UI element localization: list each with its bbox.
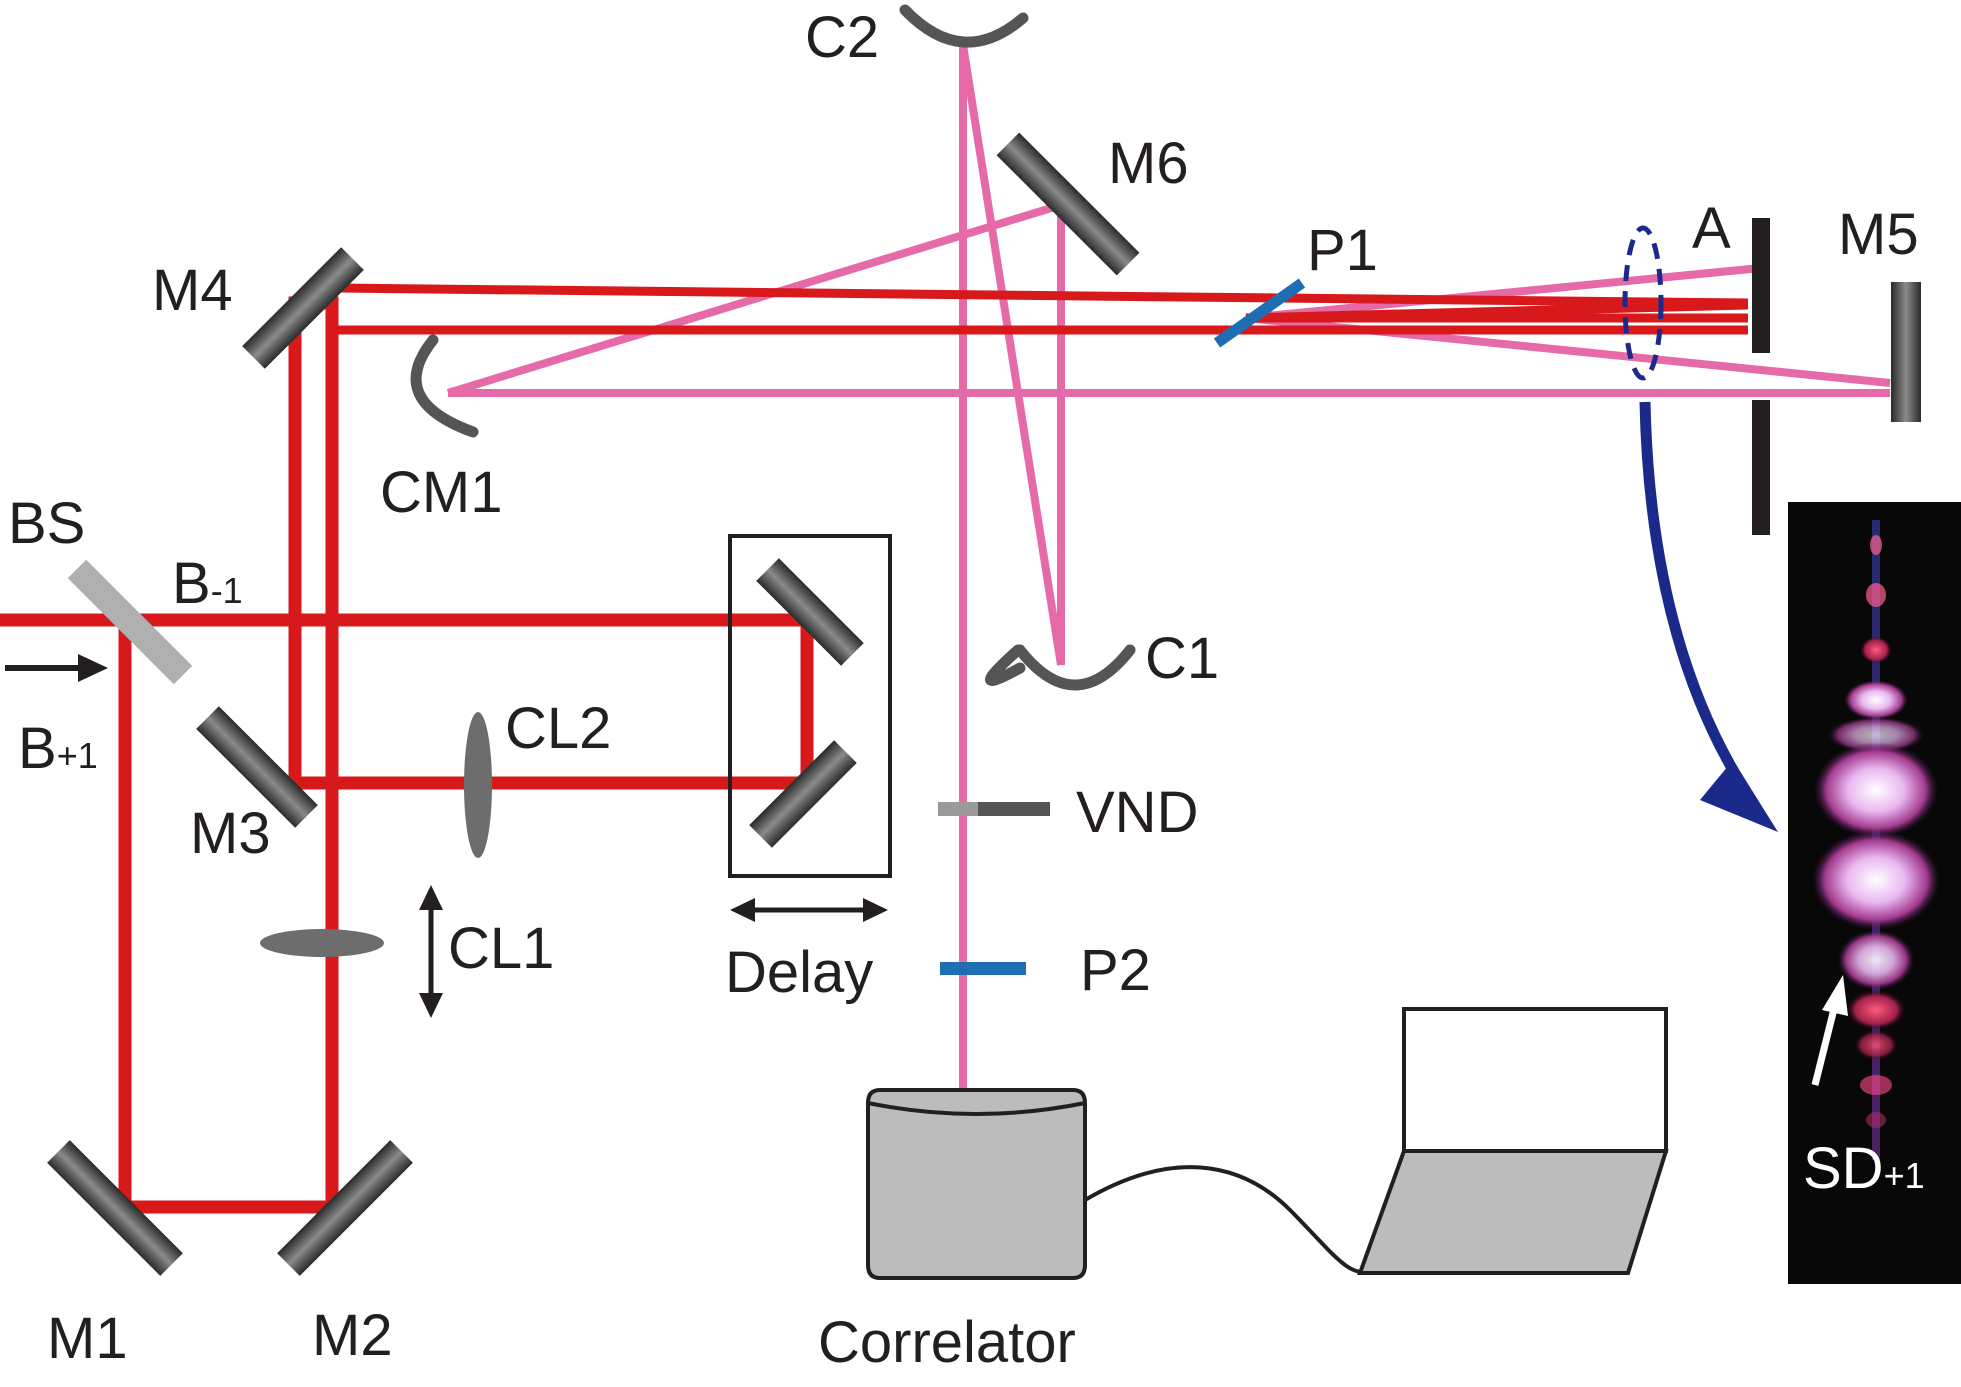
label-m1: M1 [47,1306,128,1371]
vnd-filter-shade [938,802,978,816]
curved-mirror-c2 [899,4,1029,48]
label-sd: SD+1 [1803,1136,1925,1201]
correlator-cable [1083,1165,1371,1274]
correlator-box [866,1088,1087,1280]
label-cl2: CL2 [505,696,611,761]
curved-mirror-c1 [985,644,1136,691]
label-delay: Delay [725,940,873,1005]
label-b-plus: B+1 [18,716,98,781]
lens-cl1 [260,929,384,957]
label-p1: P1 [1307,218,1378,283]
input-arrow [5,654,108,682]
mirror-m1 [47,1140,183,1276]
label-cl1: CL1 [448,916,554,981]
mirror-m5 [1891,282,1921,422]
curved-blue-arrow [1639,401,1750,793]
curved-mirror-cm1 [410,334,479,438]
label-cm1: CM1 [380,460,502,525]
label-b-minus: B-1 [172,551,243,616]
red-beam-paths [0,296,814,1214]
label-m2: M2 [312,1303,393,1368]
cl1-arrow [419,885,443,1018]
label-c1: C1 [1145,626,1219,691]
mirror-m4 [242,247,364,369]
aperture-a-lower [1752,400,1770,535]
mirror-m3 [196,706,318,828]
label-m6: M6 [1108,131,1189,196]
mirror-delay-lower [749,740,857,848]
aperture-a-upper [1752,218,1770,353]
label-c2: C2 [805,5,879,70]
label-m4: M4 [152,258,233,323]
pink-beam-paths [446,44,1891,1090]
polarizer-p2 [940,962,1026,975]
sd-spectrum-image [1788,502,1961,1284]
focus-dashed-ellipse [1622,225,1664,381]
label-m3: M3 [190,801,271,866]
label-correlator: Correlator [818,1310,1076,1375]
mirror-m2 [277,1140,413,1276]
label-p2: P2 [1080,938,1151,1003]
label-bs: BS [8,491,85,556]
delay-arrow [730,898,888,922]
mirror-delay-upper [756,558,864,666]
mirror-m6 [996,132,1140,276]
lens-cl2 [464,712,492,858]
polarizer-p1 [1213,278,1306,348]
label-m5: M5 [1838,202,1919,267]
beam-splitter-bs [67,559,193,685]
curved-blue-arrow-head [1700,760,1778,832]
label-a: A [1692,196,1731,261]
red-beam-focus [337,283,1749,335]
label-vnd: VND [1076,780,1198,845]
laptop [1357,1007,1669,1275]
delay-stage-box [728,534,892,878]
